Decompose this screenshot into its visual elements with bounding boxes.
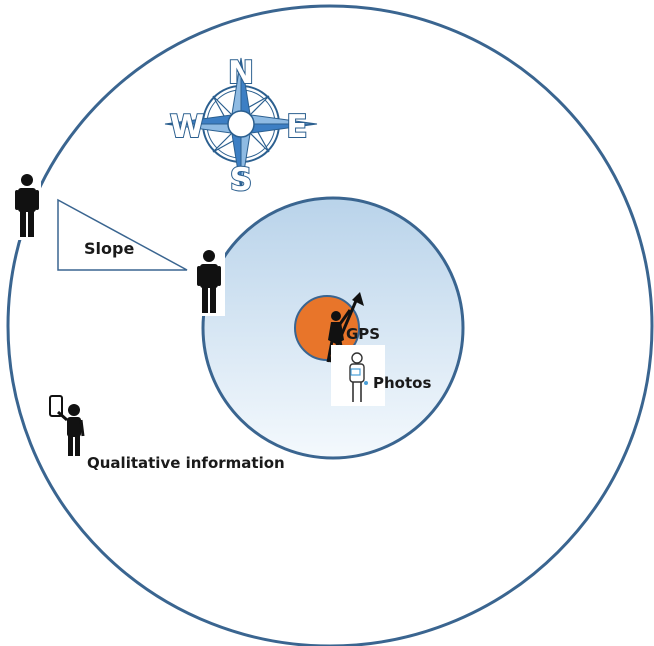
compass-east: E	[286, 109, 307, 145]
compass-west: W	[170, 109, 204, 145]
slope-label: Slope	[84, 239, 134, 258]
camera-person-icon	[349, 352, 368, 402]
slope-triangle	[57, 198, 188, 271]
person-icon-left	[13, 172, 41, 240]
compass-north: N	[228, 55, 254, 91]
person-icon-slope	[193, 248, 225, 316]
photos-label: Photos	[373, 374, 431, 392]
compass-rose-icon: N S E W	[164, 54, 318, 199]
qualitative-label: Qualitative information	[87, 454, 285, 472]
gps-label: GPS	[346, 325, 380, 343]
compass-south: S	[230, 162, 252, 198]
tablet-person-icon	[49, 395, 85, 456]
